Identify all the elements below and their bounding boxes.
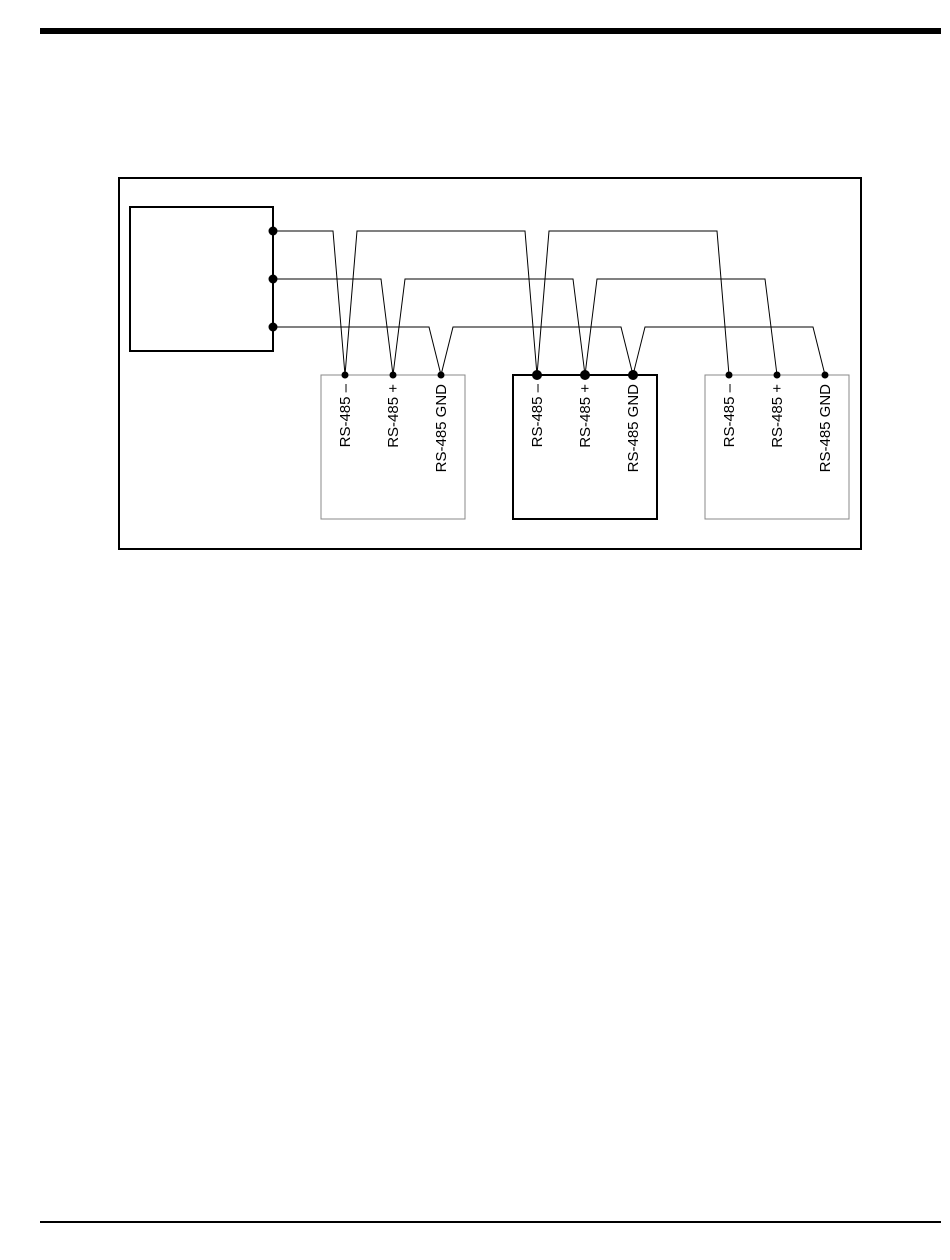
pin-label-gnd-1: RS-485 GND [433, 384, 450, 473]
pin-label-minus-1: RS-485 – [337, 383, 354, 447]
controller-box [130, 207, 273, 351]
pin-label-plus-2: RS-485 + [577, 384, 594, 448]
footer-rule [40, 1221, 941, 1223]
wire-gnd-3 [633, 327, 825, 375]
terminal-dot-plus-2 [580, 370, 590, 380]
terminal-dots [269, 227, 829, 381]
wire-gnd-2 [441, 327, 633, 375]
controller-terminal-gnd [269, 323, 278, 332]
pin-labels: RS-485 – RS-485 + RS-485 GND RS-485 – RS-485… [337, 383, 834, 472]
terminal-dot-gnd-2 [628, 370, 638, 380]
pin-label-plus-3: RS-485 + [769, 384, 786, 448]
wire-minus-3 [537, 231, 729, 375]
diagram-frame [119, 178, 861, 549]
terminal-dot-plus-1 [390, 372, 397, 379]
pin-label-minus-3: RS-485 – [721, 383, 738, 447]
pin-label-gnd-3: RS-485 GND [817, 384, 834, 473]
terminal-dot-gnd-1 [438, 372, 445, 379]
terminal-dot-gnd-3 [822, 372, 829, 379]
terminal-dot-plus-3 [774, 372, 781, 379]
terminal-dot-minus-2 [532, 370, 542, 380]
pin-label-minus-2: RS-485 – [529, 383, 546, 447]
controller-terminal-minus [269, 227, 278, 236]
wire-minus-1 [273, 231, 345, 375]
wire-gnd-1 [273, 327, 441, 375]
pin-label-gnd-2: RS-485 GND [625, 384, 642, 473]
bus-wires [273, 231, 825, 375]
controller-terminal-plus [269, 275, 278, 284]
wire-minus-2 [345, 231, 537, 375]
pin-label-plus-1: RS-485 + [385, 384, 402, 448]
terminal-dot-minus-1 [342, 372, 349, 379]
terminal-dot-minus-3 [726, 372, 733, 379]
